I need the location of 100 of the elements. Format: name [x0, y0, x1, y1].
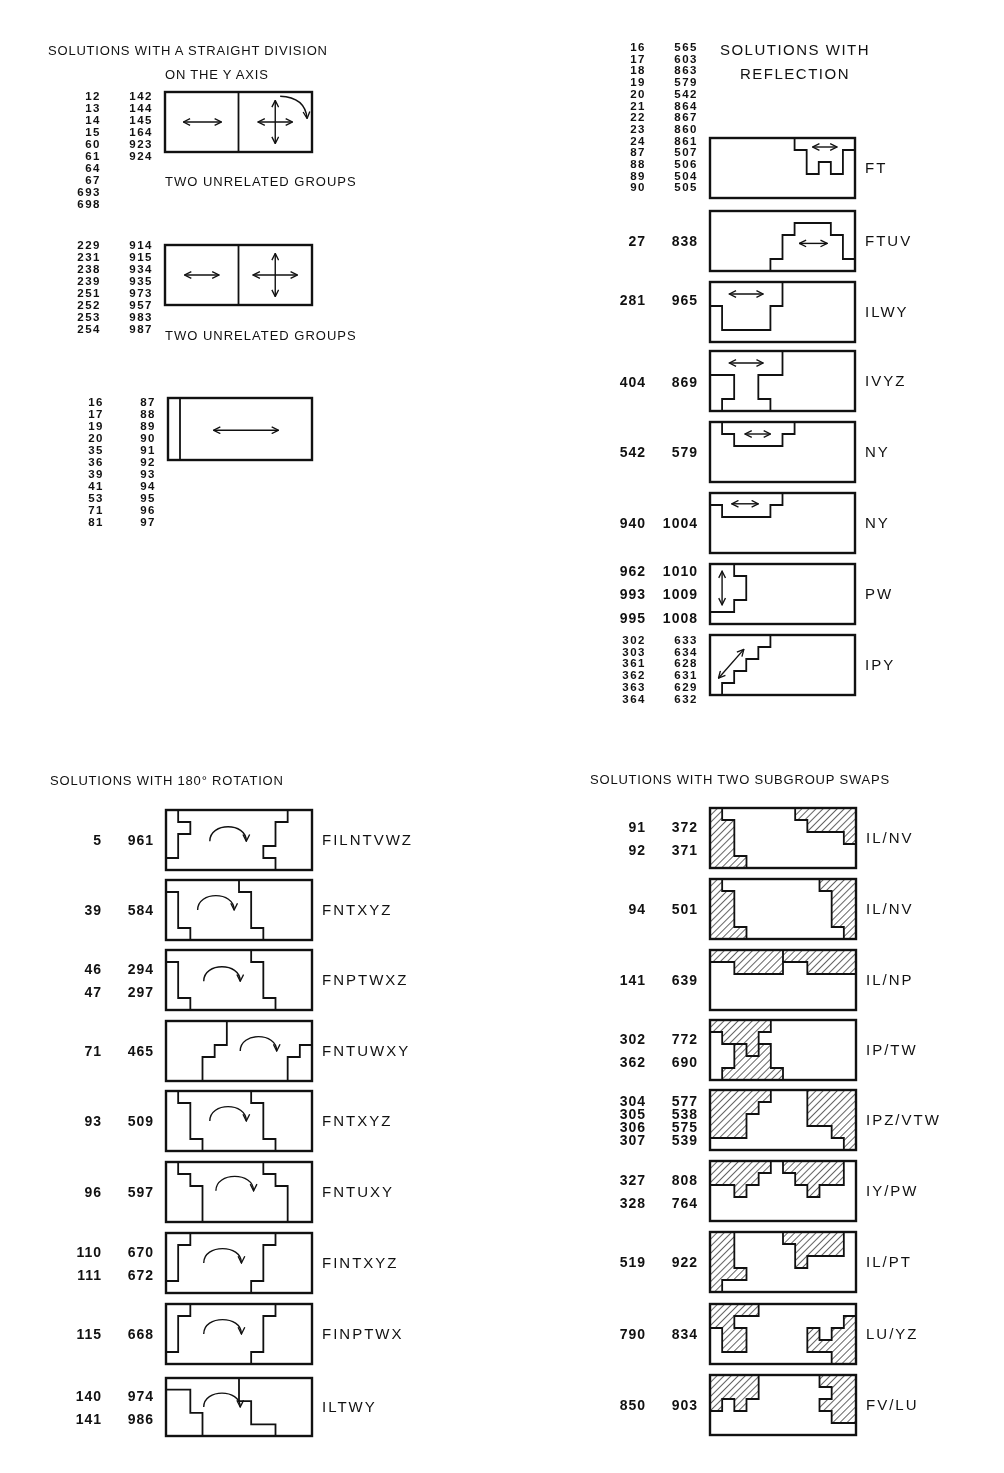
solution-number: 281 [619, 293, 646, 307]
section-heading: SOLUTIONS WITH A STRAIGHT DIVISION [48, 42, 328, 60]
solution-number: 903 [671, 1398, 698, 1412]
solution-number: 507 [674, 147, 698, 159]
solution-number: 924 [129, 151, 153, 163]
note-text: TWO UNRELATED GROUPS [165, 173, 357, 191]
piece-letters: FILNTVWZ [322, 829, 413, 850]
solution-number: 19 [88, 421, 104, 433]
piece-letters: NY [865, 441, 890, 462]
section-heading: SOLUTIONS WITH 180° ROTATION [50, 772, 284, 790]
solution-number: 962 [619, 563, 646, 578]
solution-number: 96 [84, 1185, 102, 1199]
piece-letters: ILWY [865, 301, 909, 322]
solution-number: 88 [140, 409, 156, 421]
solution-number: 231 [77, 252, 101, 264]
solution-number: 698 [77, 199, 101, 211]
solution-number: 597 [127, 1185, 154, 1199]
solution-number: 327 [619, 1172, 646, 1187]
solution-number: 111 [77, 1267, 102, 1282]
solution-number: 253 [77, 312, 101, 324]
solution-number: 965 [671, 293, 698, 307]
piece-letters: FNTXYZ [322, 899, 393, 920]
solution-number: 251 [77, 288, 101, 300]
solution-number: 364 [622, 693, 646, 706]
solution-number: 94 [628, 902, 646, 916]
solution-number: 96 [140, 505, 156, 517]
piece-letters: PW [865, 583, 894, 604]
solution-number: 21 [630, 100, 646, 113]
solution-number: 914 [129, 240, 153, 252]
solution-number: 867 [674, 112, 698, 124]
solution-number: 995 [619, 610, 646, 625]
solution-number: 693 [77, 187, 101, 199]
solution-number: 141 [619, 973, 646, 987]
solution-number: 362 [622, 670, 646, 682]
solution-number: 35 [88, 445, 104, 457]
solution-number: 39 [88, 469, 104, 481]
solution-number: 632 [674, 693, 698, 706]
solution-number: 89 [140, 421, 156, 433]
solution-number: 631 [674, 670, 698, 682]
piece-letters: FNPTWXZ [322, 969, 409, 990]
solution-number: 542 [674, 88, 698, 101]
solution-number: 87 [630, 147, 646, 159]
solution-number: 861 [674, 135, 698, 148]
solution-number: 22 [630, 112, 646, 124]
solution-number: 302 [622, 635, 646, 647]
piece-letters: LU/YZ [866, 1323, 919, 1344]
solution-number: 15 [85, 127, 101, 139]
solution-number: 71 [84, 1044, 102, 1058]
piece-letters: IL/NV [866, 827, 914, 848]
solution-number: 404 [619, 375, 646, 389]
solution-number: 67 [85, 175, 101, 187]
solution-number: 17 [630, 53, 646, 66]
solution-number: 361 [622, 658, 646, 670]
solution-number: 575 [671, 1119, 698, 1134]
solution-number: 17 [88, 409, 104, 421]
solution-number: 973 [129, 288, 153, 300]
section-heading: ON THE Y AXIS [165, 66, 269, 84]
solution-number: 538 [671, 1106, 698, 1121]
solution-number: 808 [671, 1172, 698, 1187]
solution-number: 506 [674, 158, 698, 171]
solution-number: 993 [619, 587, 646, 601]
solution-number: 634 [674, 646, 698, 659]
solution-number: 115 [76, 1327, 102, 1341]
solution-number: 505 [674, 182, 698, 194]
solution-number: 229 [77, 240, 101, 252]
solution-number: 91 [140, 445, 156, 457]
solution-number: 542 [619, 445, 646, 459]
solution-number: 93 [140, 469, 156, 481]
solution-number: 363 [622, 681, 646, 694]
section-heading: SOLUTIONS WITH REFLECTION [718, 40, 872, 84]
solution-number: 565 [674, 42, 698, 54]
solution-number: 628 [674, 658, 698, 670]
piece-letters: FV/LU [866, 1394, 919, 1415]
solution-number: 850 [619, 1398, 646, 1412]
solution-number: 603 [674, 53, 698, 66]
solution-number: 1008 [662, 610, 698, 625]
solution-number: 141 [75, 1411, 102, 1426]
solution-number: 371 [671, 842, 698, 857]
solution-number: 306 [619, 1119, 646, 1134]
piece-letters: FINPTWX [322, 1323, 404, 1344]
solution-number: 94 [140, 481, 156, 493]
solution-number: 14 [85, 115, 101, 127]
piece-letters: FNTUWXY [322, 1040, 411, 1061]
piece-letters: NY [865, 512, 890, 533]
solution-number: 64 [85, 163, 101, 175]
solution-number: 87 [140, 397, 156, 409]
solution-number: 24 [630, 135, 646, 148]
solution-number: 13 [85, 103, 101, 115]
solution-number: 88 [630, 158, 646, 171]
solution-number: 838 [671, 234, 698, 248]
solution-number: 5 [93, 833, 102, 847]
solution-number: 81 [88, 517, 104, 529]
solution-number: 961 [127, 833, 154, 847]
piece-letters: IL/NV [866, 898, 914, 919]
solution-number: 110 [76, 1244, 102, 1259]
solution-number: 957 [129, 300, 153, 312]
solution-number: 294 [127, 961, 154, 976]
solution-number: 670 [127, 1244, 154, 1259]
solution-number: 305 [619, 1106, 646, 1121]
solution-number: 92 [628, 842, 646, 857]
